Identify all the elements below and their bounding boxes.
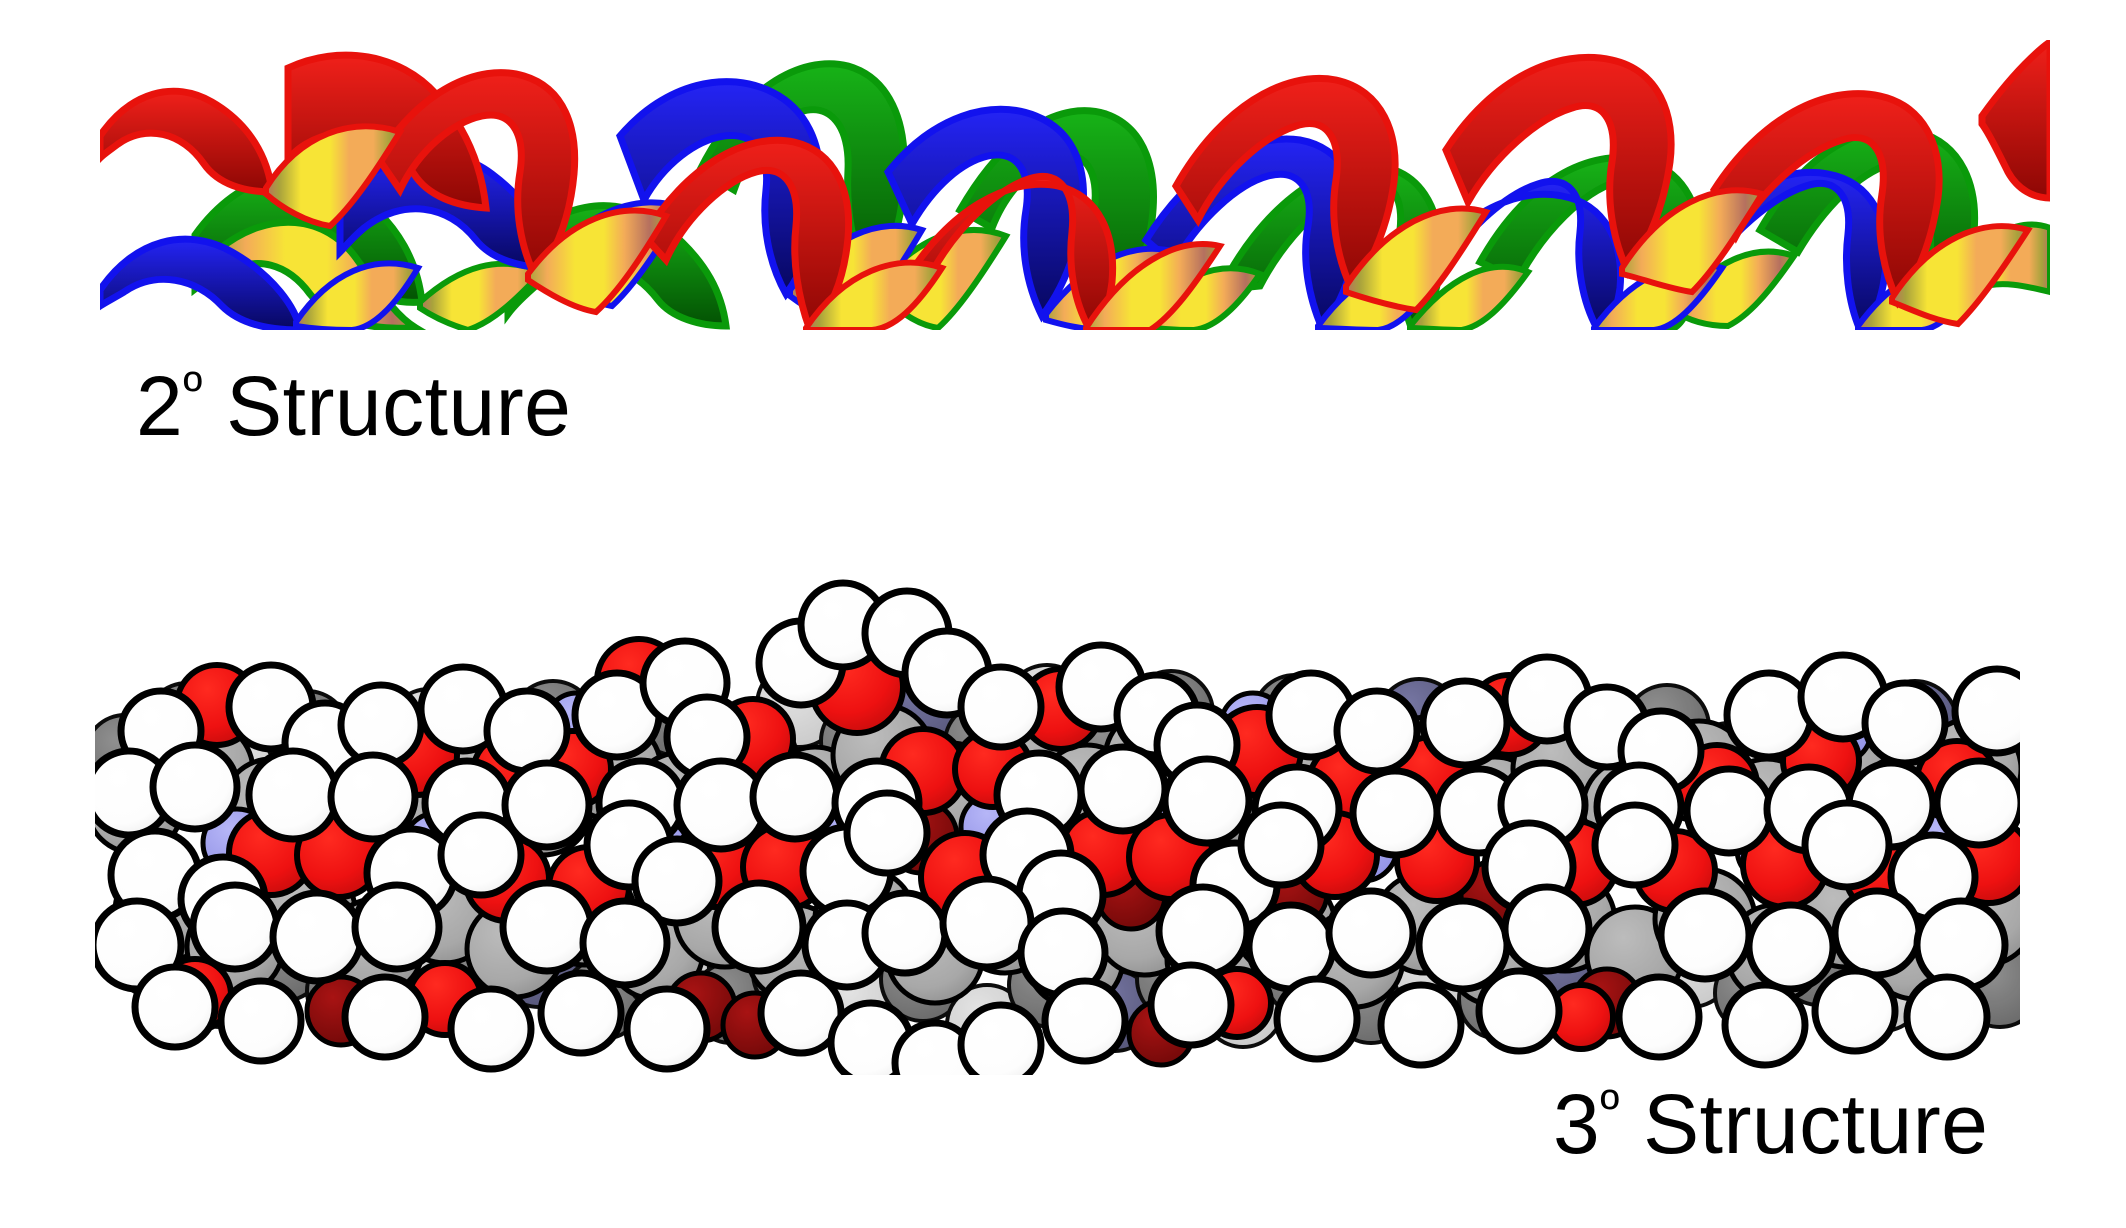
tertiary-structure-space-filling-model [95, 555, 2020, 1075]
tertiary-structure-caption: 3º Structure [1553, 1082, 1988, 1166]
space-filling-cpk-svg [95, 579, 2020, 1075]
caption-number-2: 2 [136, 359, 184, 453]
ordinal-indicator-icon: º [1600, 1079, 1620, 1138]
secondary-structure-ribbon-diagram [100, 40, 2050, 330]
caption-spacer [1619, 1077, 1643, 1171]
caption-secondary-word: Structure [226, 359, 572, 453]
ribbon-strand-red [100, 40, 2050, 330]
secondary-structure-caption: 2º Structure [136, 364, 571, 448]
ribbon-triple-helix-svg [100, 40, 2050, 330]
caption-tertiary-word: Structure [1643, 1077, 1989, 1171]
caption-number-3: 3 [1553, 1077, 1601, 1171]
ordinal-indicator-icon: º [183, 361, 203, 420]
caption-word-structure [202, 359, 226, 453]
atom-layer-hydrogen [95, 579, 2020, 1075]
